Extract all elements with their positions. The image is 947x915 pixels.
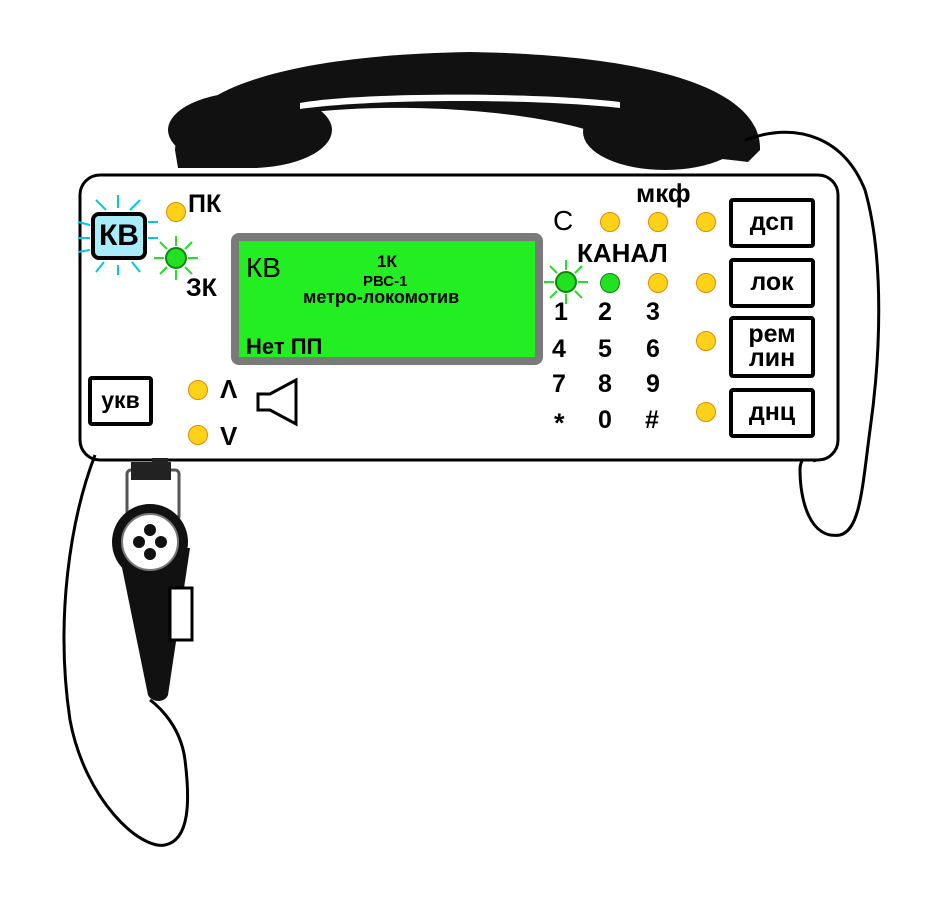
display-channel: 1К xyxy=(377,252,397,271)
key-0[interactable]: 0 xyxy=(598,406,612,434)
pk-led xyxy=(166,202,186,222)
volume-down-label: V xyxy=(220,421,238,451)
rem-lin-button[interactable]: рем лин xyxy=(729,316,815,378)
channel-led xyxy=(600,273,620,293)
s-led xyxy=(600,212,620,232)
dsp-button-label: дсп xyxy=(749,208,795,237)
s-label: С xyxy=(553,205,574,236)
display-route: метро-локомотив xyxy=(303,287,460,307)
key-7[interactable]: 7 xyxy=(552,370,566,398)
pk-label: ПК xyxy=(188,190,222,218)
key-9[interactable]: 9 xyxy=(646,370,660,398)
kv-glow xyxy=(77,195,158,275)
volume-up-led[interactable] xyxy=(188,380,208,400)
dnc-led xyxy=(696,402,716,422)
volume-down-led[interactable] xyxy=(188,425,208,445)
channel-active-indicator xyxy=(544,260,588,304)
ukv-button[interactable]: укв xyxy=(88,376,153,426)
dsp-button[interactable]: дсп xyxy=(729,198,815,248)
zk-label: ЗК xyxy=(186,274,217,302)
rem-lin-label-line2: лин xyxy=(748,344,796,372)
display-status: Нет ПП xyxy=(246,334,323,359)
kanal-label: КАНАЛ xyxy=(577,238,668,268)
kv-button[interactable]: КВ xyxy=(91,212,147,260)
key-1[interactable]: 1 xyxy=(554,298,568,326)
lok-led xyxy=(696,273,716,293)
rem-lin-led xyxy=(696,331,716,351)
ukv-button-label: укв xyxy=(101,387,140,414)
kv-button-label: КВ xyxy=(99,218,139,252)
mkf-label: мкф xyxy=(636,178,691,208)
key-8[interactable]: 8 xyxy=(598,370,612,398)
key-star[interactable]: * xyxy=(554,408,565,438)
key-4[interactable]: 4 xyxy=(552,335,566,363)
handset-icon[interactable] xyxy=(168,52,761,170)
dnc-button-label: днц xyxy=(748,398,796,427)
screen xyxy=(239,241,535,357)
lok-button-label: лок xyxy=(750,268,794,297)
volume-up-label: Λ xyxy=(220,374,238,404)
display-station: РВС-1 xyxy=(363,273,408,290)
key-2[interactable]: 2 xyxy=(598,298,612,326)
key-6[interactable]: 6 xyxy=(646,335,660,363)
dnc-button[interactable]: днц xyxy=(729,388,815,438)
speaker-icon xyxy=(256,377,298,427)
zk-active-indicator xyxy=(154,236,198,280)
key-hash[interactable]: # xyxy=(645,406,659,434)
rem-lin-label-line1: рем xyxy=(748,320,796,349)
display-mode: КВ xyxy=(246,252,281,283)
microphone-icon[interactable] xyxy=(112,458,194,701)
dsp-led xyxy=(696,212,716,232)
channel-led-2 xyxy=(648,273,668,293)
lok-button[interactable]: лок xyxy=(729,258,815,308)
key-5[interactable]: 5 xyxy=(598,335,612,363)
key-3[interactable]: 3 xyxy=(646,298,660,326)
mkf-led xyxy=(648,212,668,232)
